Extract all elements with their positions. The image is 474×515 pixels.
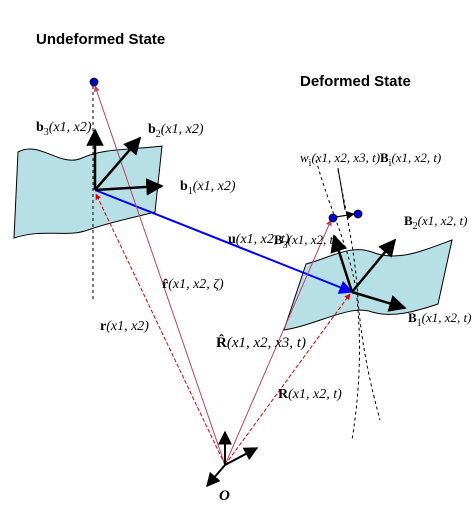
B1-vector — [351, 290, 407, 312]
b2-vector — [94, 136, 142, 191]
B3-vector — [330, 234, 354, 293]
label-b2: b2(x1, x2) — [148, 122, 204, 140]
origin-axis-right — [224, 447, 259, 466]
deformed-fiber-left — [315, 159, 360, 441]
r-vector — [95, 193, 226, 466]
deformed-title: Deformed State — [300, 73, 411, 90]
R-vector — [224, 293, 351, 466]
undeformed-point — [89, 77, 99, 87]
label-R: R(x1, x2, t) — [278, 387, 342, 402]
u-vector — [94, 189, 354, 294]
b1-vector — [94, 178, 164, 196]
deformed-point-b — [353, 209, 363, 219]
label-u: u(x1, x2, t) — [228, 232, 290, 247]
deformed-surface — [283, 239, 453, 331]
B2-vector — [351, 238, 397, 293]
label-origin: O — [219, 488, 230, 504]
label-B2: B2(x1, x2, t) — [404, 213, 467, 232]
label-b1: b1(x1, x2) — [180, 179, 236, 197]
label-B-i: Bi(x1, x2, t) — [380, 150, 441, 169]
r-hat-vector — [93, 85, 226, 466]
label-r: r(x1, x2) — [100, 319, 149, 334]
w-vector — [335, 211, 355, 220]
R-hat-vector — [224, 219, 332, 466]
label-b3: b3(x1, x2) — [36, 120, 92, 138]
undeformed-title: Undeformed State — [36, 31, 165, 48]
undeformed-surface — [13, 145, 163, 239]
origin-axis-left — [206, 464, 226, 488]
w-leader-line — [337, 167, 346, 211]
label-w: wi(x1, x2, x3, t) — [300, 150, 380, 169]
label-B1: B1(x1, x2, t) — [408, 310, 471, 329]
label-R-hat: R̂(x1, x2, x3, t) — [216, 334, 306, 351]
label-B3: B3(x1, x2, t) — [274, 232, 337, 251]
label-r-hat: r̂(x1, x2, ζ) — [162, 277, 224, 292]
deformed-point-a — [328, 213, 338, 223]
